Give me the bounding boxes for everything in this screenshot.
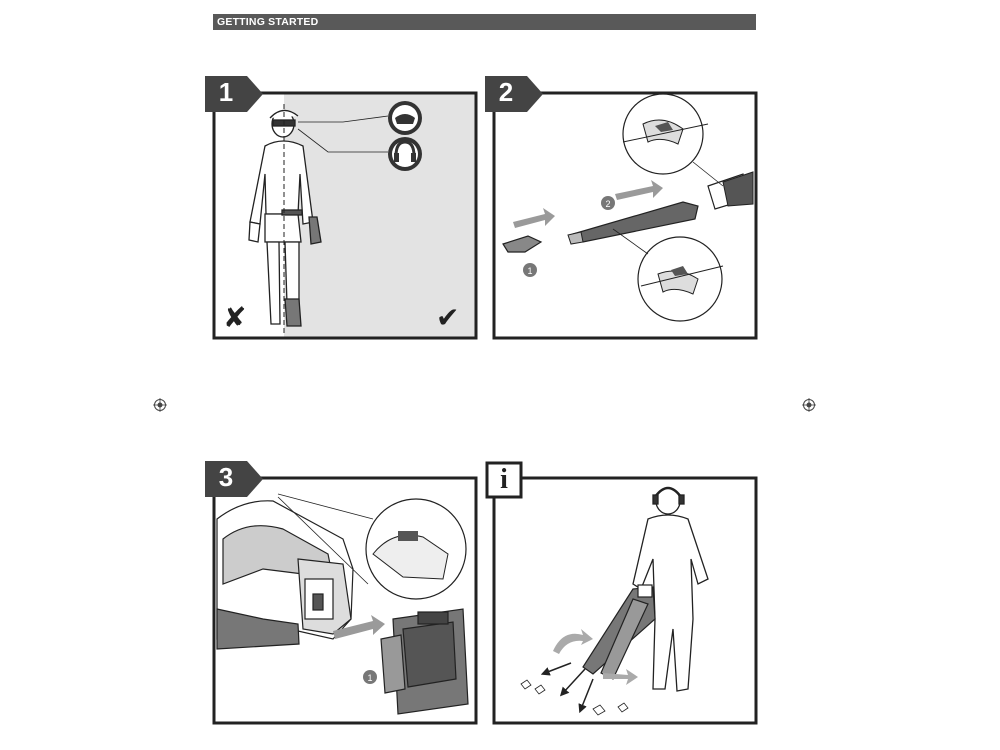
panel-step-2: 1 2 2 xyxy=(483,74,758,340)
svg-text:1: 1 xyxy=(367,673,372,683)
step-badge-1 xyxy=(205,76,263,112)
section-header: GETTING STARTED xyxy=(213,14,756,30)
panel-step-1: ✘ ✔ 1 xyxy=(203,74,478,340)
callout-1 xyxy=(363,670,377,684)
svg-text:1: 1 xyxy=(527,266,532,276)
check-mark: ✔ xyxy=(436,301,459,334)
step-number-3: 3 xyxy=(218,462,234,492)
info-badge xyxy=(485,461,523,499)
cross-mark: ✘ xyxy=(223,301,246,334)
arrow-insert xyxy=(333,615,385,639)
info-symbol: i xyxy=(500,464,508,495)
blower-housing xyxy=(216,500,354,650)
ear-protection-icon xyxy=(388,137,422,171)
person-figure xyxy=(248,109,322,327)
registration-mark-right xyxy=(802,398,816,412)
leaves xyxy=(520,679,629,716)
panel-3-illustration: 1 2 xyxy=(205,461,478,725)
arrow-1 xyxy=(513,208,555,228)
svg-text:2: 2 xyxy=(605,199,610,209)
panel-info: i xyxy=(483,459,758,725)
nozzle-tip xyxy=(502,235,543,253)
callout-1 xyxy=(523,263,537,277)
panel-info-illustration xyxy=(485,461,758,725)
battery-pack xyxy=(380,608,469,715)
registration-mark-left xyxy=(153,398,167,412)
operator-figure xyxy=(632,486,709,692)
eye-protection-icon xyxy=(388,101,422,135)
arrow-sweep-1 xyxy=(553,629,593,654)
step-number-2: 2 xyxy=(498,77,514,107)
panel-step-3: 1 2 3 xyxy=(203,459,478,725)
arrow-sweep-2 xyxy=(603,669,638,685)
step-number-1: 1 xyxy=(218,77,234,107)
callout-2 xyxy=(601,196,615,210)
panel-2-illustration: 1 2 xyxy=(485,76,758,340)
panel-1-illustration: ✘ ✔ xyxy=(205,76,478,340)
arrow-2 xyxy=(615,180,663,200)
step-badge-2 xyxy=(485,76,543,112)
step-badge-3 xyxy=(205,461,263,497)
